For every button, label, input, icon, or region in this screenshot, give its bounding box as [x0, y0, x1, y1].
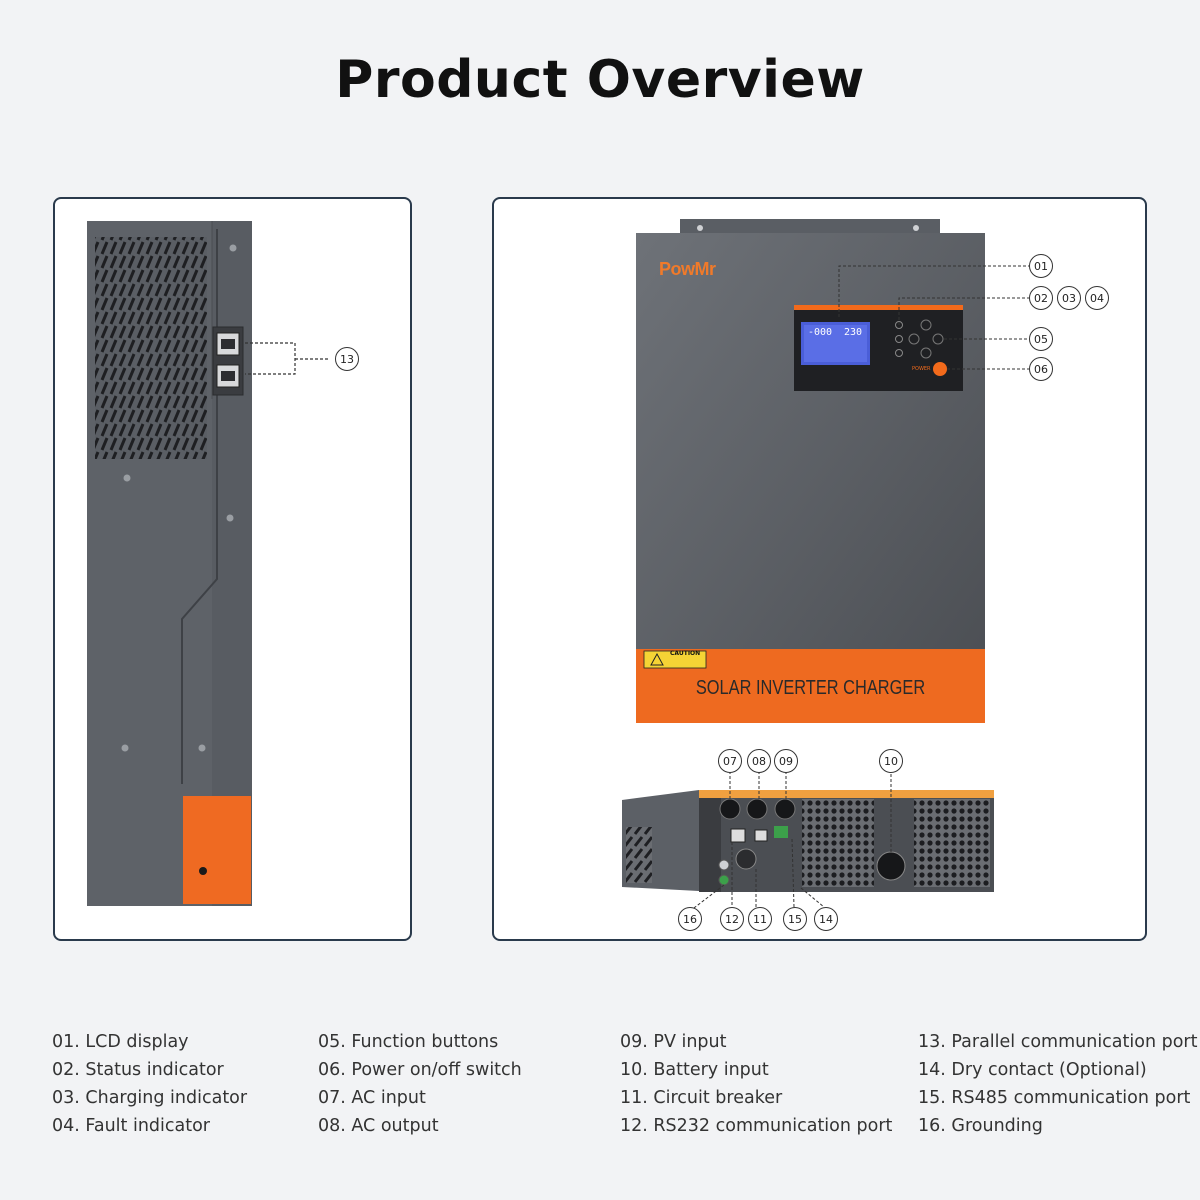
legend-item: 12. RS232 communication port — [620, 1116, 893, 1136]
fault-indicator — [895, 349, 903, 357]
lcd-reading-left: -000 — [808, 327, 833, 338]
callout-14: 14 — [814, 907, 838, 931]
legend-column-3: 09. PV input 10. Battery input 11. Circu… — [620, 1028, 892, 1140]
callout-13: 13 — [335, 347, 359, 371]
usb-port — [754, 829, 768, 842]
legend-item: 16. Grounding — [918, 1116, 1043, 1136]
legend-item: 03. Charging indicator — [52, 1088, 248, 1108]
callout-16: 16 — [678, 907, 702, 931]
legend-item: 13. Parallel communication port — [918, 1032, 1198, 1052]
grounding-screw — [718, 859, 730, 871]
callout-07: 07 — [718, 749, 742, 773]
side-vent-grille — [95, 237, 207, 459]
ac-output-gland — [746, 798, 768, 820]
callout-06: 06 — [1029, 357, 1053, 381]
legend-item: 10. Battery input — [620, 1060, 769, 1080]
callout-15: 15 — [783, 907, 807, 931]
legend-item: 04. Fault indicator — [52, 1116, 210, 1136]
dry-contact — [774, 826, 788, 838]
legend-item: 02. Status indicator — [52, 1060, 224, 1080]
callout-12: 12 — [720, 907, 744, 931]
circuit-breaker — [735, 848, 757, 870]
callout-10: 10 — [879, 749, 903, 773]
charging-indicator — [895, 335, 903, 343]
side-view-panel: 13 — [53, 197, 412, 941]
caution-label: CAUTION — [670, 650, 701, 657]
callout-08: 08 — [747, 749, 771, 773]
page-title: Product Overview — [335, 50, 865, 110]
fan-grille-left — [802, 799, 874, 887]
callout-03: 03 — [1057, 286, 1081, 310]
side-orange-base — [183, 796, 251, 904]
function-button-right — [932, 333, 944, 345]
lcd-reading-right: 230 — [844, 327, 863, 338]
legend-item: 11. Circuit breaker — [620, 1088, 783, 1108]
ac-input-gland — [719, 798, 741, 820]
side-view-illustration — [87, 221, 330, 906]
brand-logo: PowMr — [659, 259, 716, 279]
callout-09: 09 — [774, 749, 798, 773]
legend-column-1: 01. LCD display 02. Status indicator 03.… — [52, 1028, 247, 1140]
callout-04: 04 — [1085, 286, 1109, 310]
legend-item: 14. Dry contact (Optional) — [918, 1060, 1147, 1080]
callout-11: 11 — [748, 907, 772, 931]
legend-item: 08. AC output — [318, 1116, 439, 1136]
power-switch — [933, 362, 947, 376]
legend-item: 01. LCD display — [52, 1032, 189, 1052]
front-view-illustration — [622, 219, 1029, 912]
product-label: SOLAR INVERTER CHARGER — [695, 677, 926, 699]
fan-grille-right — [914, 799, 990, 887]
battery-input-gland — [876, 851, 906, 881]
function-button-up — [920, 319, 932, 331]
front-view-panel: PowMr -000 230 POWER CAUTION SOLAR INVER… — [492, 197, 1147, 941]
status-indicator — [895, 321, 903, 329]
legend-item: 15. RS485 communication port — [918, 1088, 1191, 1108]
callout-01: 01 — [1029, 254, 1053, 278]
legend-item: 09. PV input — [620, 1032, 727, 1052]
function-button-left — [908, 333, 920, 345]
legend-column-4: 13. Parallel communication port 14. Dry … — [918, 1028, 1198, 1140]
callout-05: 05 — [1029, 327, 1053, 351]
power-label: POWER — [912, 366, 931, 372]
rs232-port — [730, 828, 746, 843]
legend-item: 06. Power on/off switch — [318, 1060, 522, 1080]
pv-input-gland — [774, 798, 796, 820]
legend-column-2: 05. Function buttons 06. Power on/off sw… — [318, 1028, 522, 1140]
legend-item: 07. AC input — [318, 1088, 426, 1108]
legend-item: 05. Function buttons — [318, 1032, 499, 1052]
caution-sticker — [643, 650, 707, 669]
function-button-down — [920, 347, 932, 359]
callout-02: 02 — [1029, 286, 1053, 310]
